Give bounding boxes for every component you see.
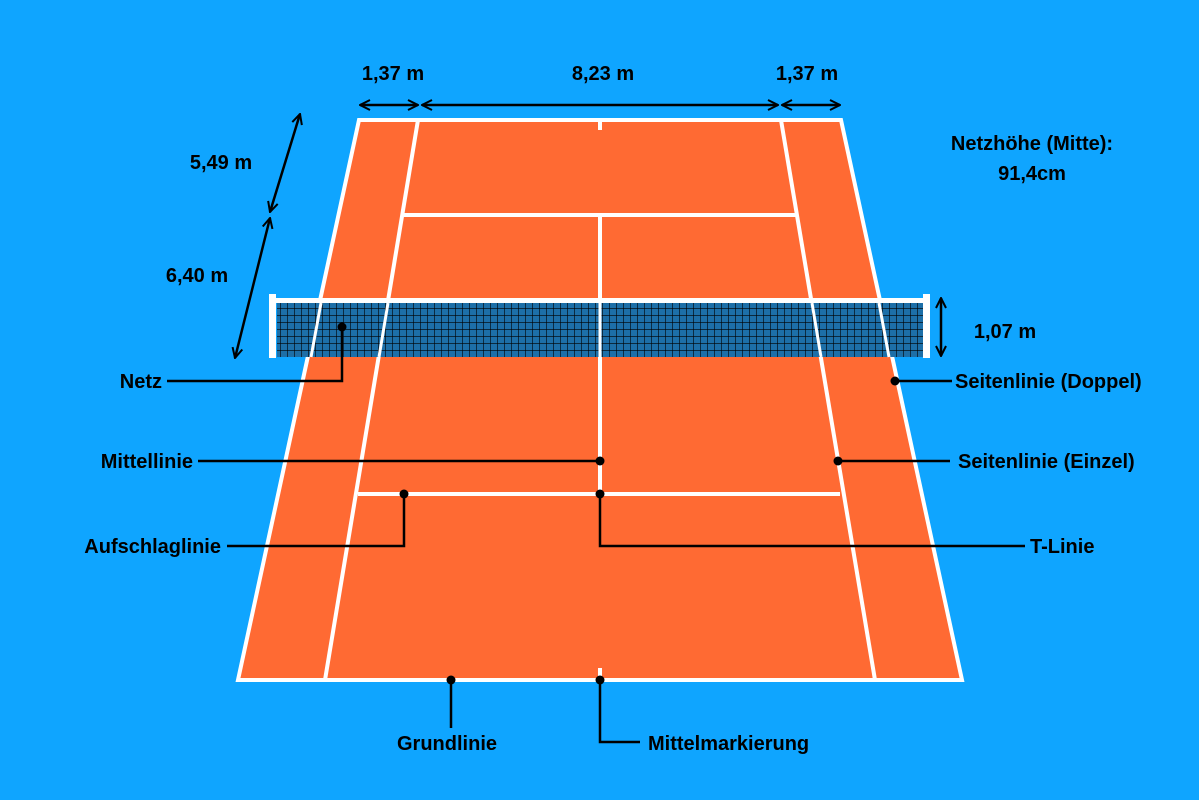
doubles-outline (235, 118, 965, 682)
net-height-label: Netzhöhe (Mitte): (951, 133, 1113, 155)
label-t-line: T-Linie (1030, 536, 1094, 558)
dot-sideline-singles (833, 456, 843, 466)
arrow-service-depth (235, 218, 270, 358)
dot-service-line (399, 489, 409, 499)
label-net-post-height: 1,07 m (974, 321, 1036, 343)
net-doubles-line-left (309, 302, 323, 358)
label-sideline-doubles: Seitenlinie (Doppel) (955, 371, 1142, 393)
label-center-mark: Mittelmarkierung (648, 733, 809, 755)
net-singles-line-right (810, 302, 823, 358)
dot-net (337, 322, 347, 332)
leader-service-line (227, 494, 406, 548)
net-doubles-line-right (877, 302, 891, 358)
label-net: Netz (120, 371, 162, 393)
net (269, 294, 930, 358)
label-backcourt-depth: 5,49 m (190, 152, 252, 174)
label-alley-right: 1,37 m (776, 63, 838, 85)
leader-center-mark (598, 680, 640, 744)
arrow-backcourt-depth (270, 114, 300, 212)
net-height-value: 91,4cm (998, 163, 1066, 185)
net-post-right (923, 294, 930, 358)
dimension-arrows (235, 105, 941, 358)
singles-sideline-right (779, 119, 877, 681)
dot-center-line (595, 456, 605, 466)
net-post-left (269, 294, 276, 358)
label-baseline: Grundlinie (397, 733, 497, 755)
dot-sideline-doubles (890, 376, 900, 386)
leader-t-line (598, 494, 1025, 548)
label-service-depth: 6,40 m (166, 265, 228, 287)
label-sideline-singles: Seitenlinie (Einzel) (958, 451, 1135, 473)
net-singles-line-left (377, 302, 390, 358)
dot-baseline (446, 675, 456, 685)
leader-dots (337, 322, 900, 685)
leader-net (167, 327, 344, 383)
leader-lines (167, 327, 1025, 744)
singles-sideline-left (323, 119, 420, 681)
label-alley-left: 1,37 m (362, 63, 424, 85)
label-singles-width: 8,23 m (572, 63, 634, 85)
dot-t-line (595, 489, 605, 499)
label-service-line: Aufschlaglinie (84, 536, 221, 558)
label-center-line: Mittellinie (101, 451, 193, 473)
dot-center-mark (595, 675, 605, 685)
